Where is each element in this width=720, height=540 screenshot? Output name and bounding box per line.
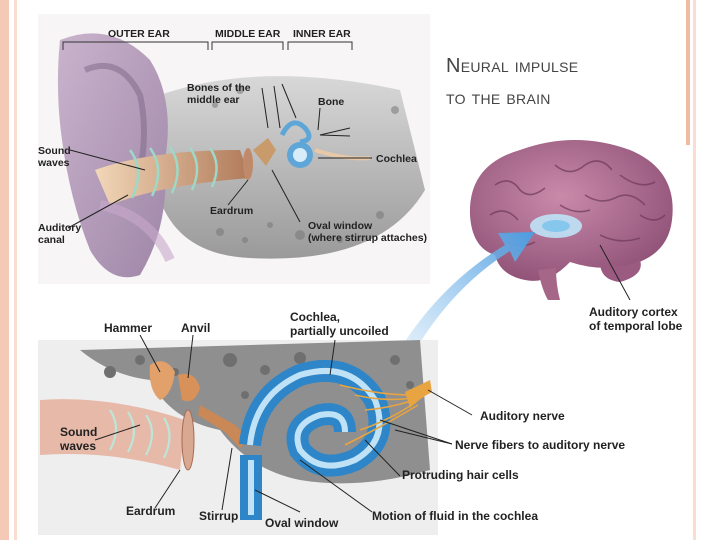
skull-bone [160,76,425,259]
label-oval-window-top: Oval window (where stirrup attaches) [308,220,427,244]
slide-frame-left-inner [14,0,17,540]
slide-frame-right [686,0,690,145]
auditory-nerve-bundle [405,380,432,408]
label-auditory-canal: Auditory canal [38,222,81,246]
label-nerve-fibers: Nerve fibers to auditory nerve [455,438,626,452]
label-cortex-line-2: of temporal lobe [589,319,683,333]
label-bone: Bone [318,96,345,108]
label-auditory-cortex: Auditory cortex of temporal lobe [589,305,682,333]
label-outer-ear: OUTER EAR [108,28,170,40]
label-oval-top-line-1: Oval window [308,220,373,232]
cortex-leader-line [599,244,631,301]
label-bones-middle-ear: Bones of the middle ear [187,82,251,106]
label-bottom-eardrum: Eardrum [126,504,176,518]
label-middle-ear: MIDDLE EAR [215,28,281,40]
label-top-sound-waves: Sound waves [38,145,71,169]
slide-frame-right-inner [693,0,696,540]
label-bottom-sound-line-2: waves [60,439,97,453]
label-cochlea-uncoiled: Cochlea, partially uncoiled [290,310,389,338]
label-top-cochlea: Cochlea [376,153,417,165]
label-hammer: Hammer [104,321,153,335]
eardrum-shape [243,148,253,180]
top-cochlea-shape [279,120,313,168]
label-bottom-sound-waves: Sound waves [60,425,97,453]
label-oval-window-bottom: Oval window [265,516,339,530]
label-anvil: Anvil [181,321,211,335]
label-cortex-line-1: Auditory cortex [589,305,678,319]
label-bones-line-2: middle ear [187,94,240,106]
label-bottom-sound-line-1: Sound [60,425,98,439]
label-inner-ear: INNER EAR [293,28,351,40]
label-canal-line-2: canal [38,234,65,246]
label-hair-cells: Protruding hair cells [402,468,519,482]
label-auditory-nerve: Auditory nerve [480,409,565,423]
label-bones-line-1: Bones of the [187,82,251,94]
label-stirrup: Stirrup [199,509,239,523]
bottom-leader-lines [94,334,473,513]
label-top-eardrum: Eardrum [210,205,254,217]
label-cochlea-line-1: Cochlea, [290,310,341,324]
title-line-2: to the brain [446,87,551,109]
slide-title: Neural impulse to the brain [446,50,681,114]
bottom-eardrum [181,409,195,471]
label-fluid-motion: Motion of fluid in the cochlea [372,509,538,523]
label-top-sound-line-1: Sound [38,145,71,157]
label-top-sound-line-2: waves [38,157,70,169]
brain-illustration [469,140,673,301]
title-line-1: Neural impulse [446,55,579,77]
section-brackets [62,41,353,50]
label-cochlea-line-2: partially uncoiled [290,324,389,338]
hammer-shape [149,361,175,400]
bottom-cochlea-diagram [38,334,473,535]
label-oval-top-line-2: (where stirrup attaches) [308,232,428,244]
stirrup-shape [198,405,250,448]
top-ear-diagram [38,14,430,284]
top-leader-lines [67,83,372,229]
bottom-sound-waves [109,409,171,459]
anvil-shape [178,373,200,402]
ossicles-shape [253,138,276,166]
label-canal-line-1: Auditory [38,222,82,234]
slide-frame-left [0,0,9,540]
sound-wave-arcs [128,146,218,199]
